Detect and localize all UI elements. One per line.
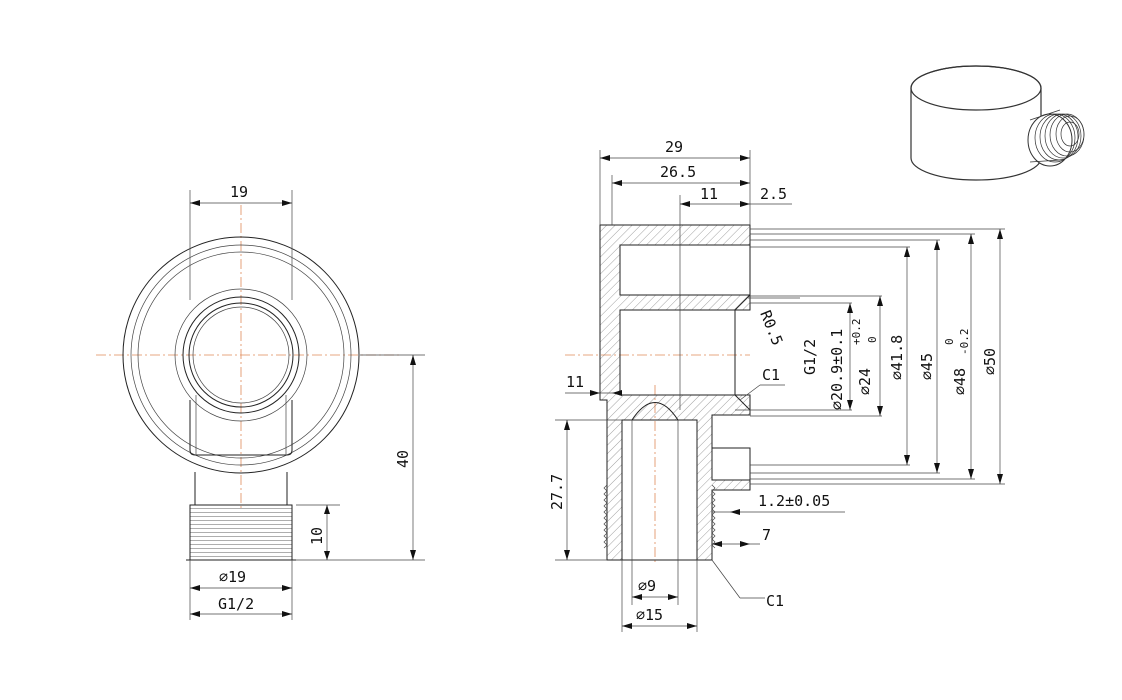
dim-section-48: ∅48 xyxy=(951,368,969,395)
section-view: 29 26.5 11 2.5 R0.5 G1/2 C1 ∅20.9±0.1 ∅2… xyxy=(548,138,1005,632)
dim-section-c1-bottom: C1 xyxy=(766,592,784,610)
front-view: 19 40 10 ∅19 G1/2 xyxy=(96,183,425,620)
wall-outlet-elbow-3d-icon xyxy=(910,65,1085,181)
diameter-dimension-lines xyxy=(847,229,1003,484)
dim-section-1-2: 1.2±0.05 xyxy=(758,492,830,510)
dim-front-height: 40 xyxy=(394,450,412,468)
dim-front-width: 19 xyxy=(230,183,248,201)
dim-section-24-tol-lower: 0 xyxy=(866,336,879,343)
dim-section-45: ∅45 xyxy=(918,353,936,380)
dim-front-thread-length: 10 xyxy=(308,527,326,545)
dim-section-9: ∅9 xyxy=(638,577,656,595)
dim-section-11-left: 11 xyxy=(566,373,584,391)
dim-section-48-tol-upper: 0 xyxy=(943,338,956,345)
nipple-thread xyxy=(603,484,716,549)
dim-section-41-8: ∅41.8 xyxy=(888,335,906,380)
dim-section-50: ∅50 xyxy=(981,348,999,375)
dim-section-r0-5: R0.5 xyxy=(756,308,786,348)
dim-section-26-5: 26.5 xyxy=(660,163,696,181)
dim-section-20-9: ∅20.9±0.1 xyxy=(828,329,846,410)
dim-front-thread-spec: G1/2 xyxy=(218,595,254,613)
dim-section-7: 7 xyxy=(762,526,771,544)
dim-front-thread-diameter: ∅19 xyxy=(219,568,246,586)
dim-section-27-7: 27.7 xyxy=(548,474,566,510)
dim-section-2-5: 2.5 xyxy=(760,185,787,203)
dim-section-c1-top: C1 xyxy=(762,366,780,384)
dim-section-29: 29 xyxy=(665,138,683,156)
dim-section-11-top: 11 xyxy=(700,185,718,203)
dim-section-48-tol-lower: -0.2 xyxy=(958,329,971,356)
dim-section-24: ∅24 xyxy=(856,368,874,395)
dim-section-g12: G1/2 xyxy=(801,339,819,375)
dim-section-24-tol-upper: +0.2 xyxy=(850,319,863,346)
dim-section-15: ∅15 xyxy=(636,606,663,624)
